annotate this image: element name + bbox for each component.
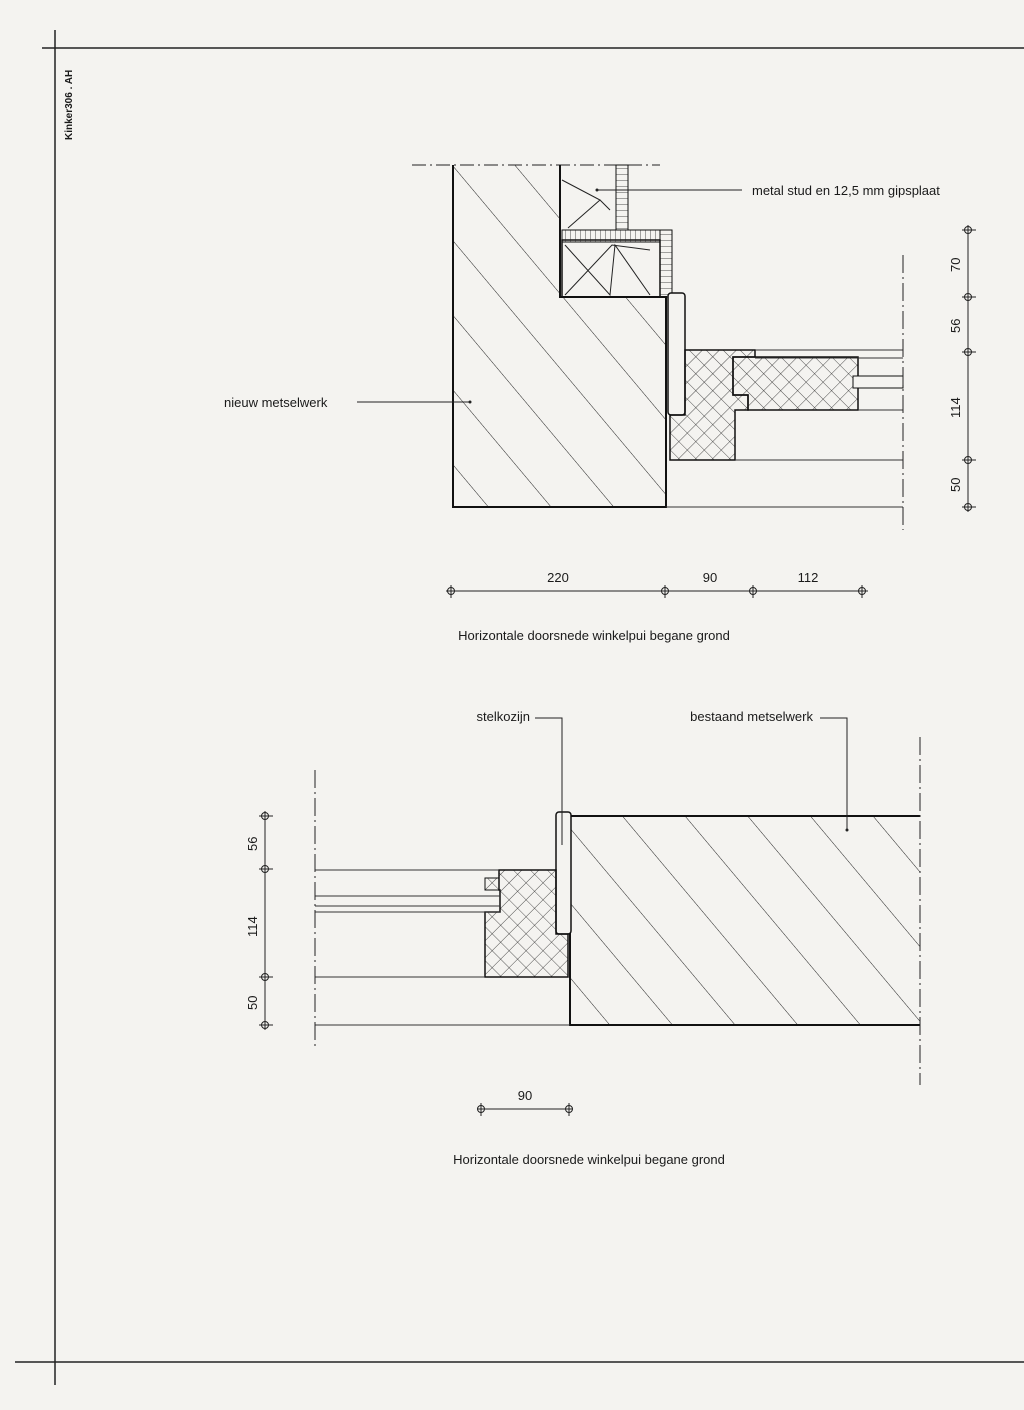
horizontal-dimension xyxy=(477,1103,573,1116)
window-sash xyxy=(732,356,859,411)
stelkozijn-frame xyxy=(555,811,572,935)
existing-masonry xyxy=(569,815,920,1026)
dim-50: 50 xyxy=(245,996,260,1010)
dim-56: 56 xyxy=(245,837,260,851)
horizontal-dimension xyxy=(446,585,868,598)
sheet-border xyxy=(15,30,1024,1385)
caption-bottom: Horizontale doorsnede winkelpui begane g… xyxy=(453,1152,725,1167)
dim-90: 90 xyxy=(703,570,717,585)
caption-top: Horizontale doorsnede winkelpui begane g… xyxy=(458,628,730,643)
new-masonry xyxy=(452,165,667,508)
dim-112: 112 xyxy=(798,570,819,585)
top-detail: metal stud en 12,5 mm gipsplaat nieuw me… xyxy=(224,164,976,643)
dim-114: 114 xyxy=(245,916,260,937)
dim-114: 114 xyxy=(948,397,963,418)
vertical-dimension xyxy=(259,811,273,1030)
label-metal-stud: metal stud en 12,5 mm gipsplaat xyxy=(752,183,940,198)
label-existing-masonry: bestaand metselwerk xyxy=(690,709,813,724)
dim-56: 56 xyxy=(948,319,963,333)
steel-frame xyxy=(667,292,686,416)
gypsum-board xyxy=(615,164,629,231)
vertical-dimension xyxy=(962,225,976,512)
bottom-detail: stelkozijn bestaand metselwerk 56 114 50… xyxy=(245,709,921,1167)
label-stelkozijn: stelkozijn xyxy=(477,709,530,724)
dim-70: 70 xyxy=(948,258,963,272)
sheet-id-label: Kinker306 . AH xyxy=(64,70,75,140)
dim-50: 50 xyxy=(948,478,963,492)
dim-220: 220 xyxy=(547,570,569,585)
dim-90: 90 xyxy=(518,1088,532,1103)
label-new-masonry: nieuw metselwerk xyxy=(224,395,328,410)
glazing xyxy=(852,375,904,389)
